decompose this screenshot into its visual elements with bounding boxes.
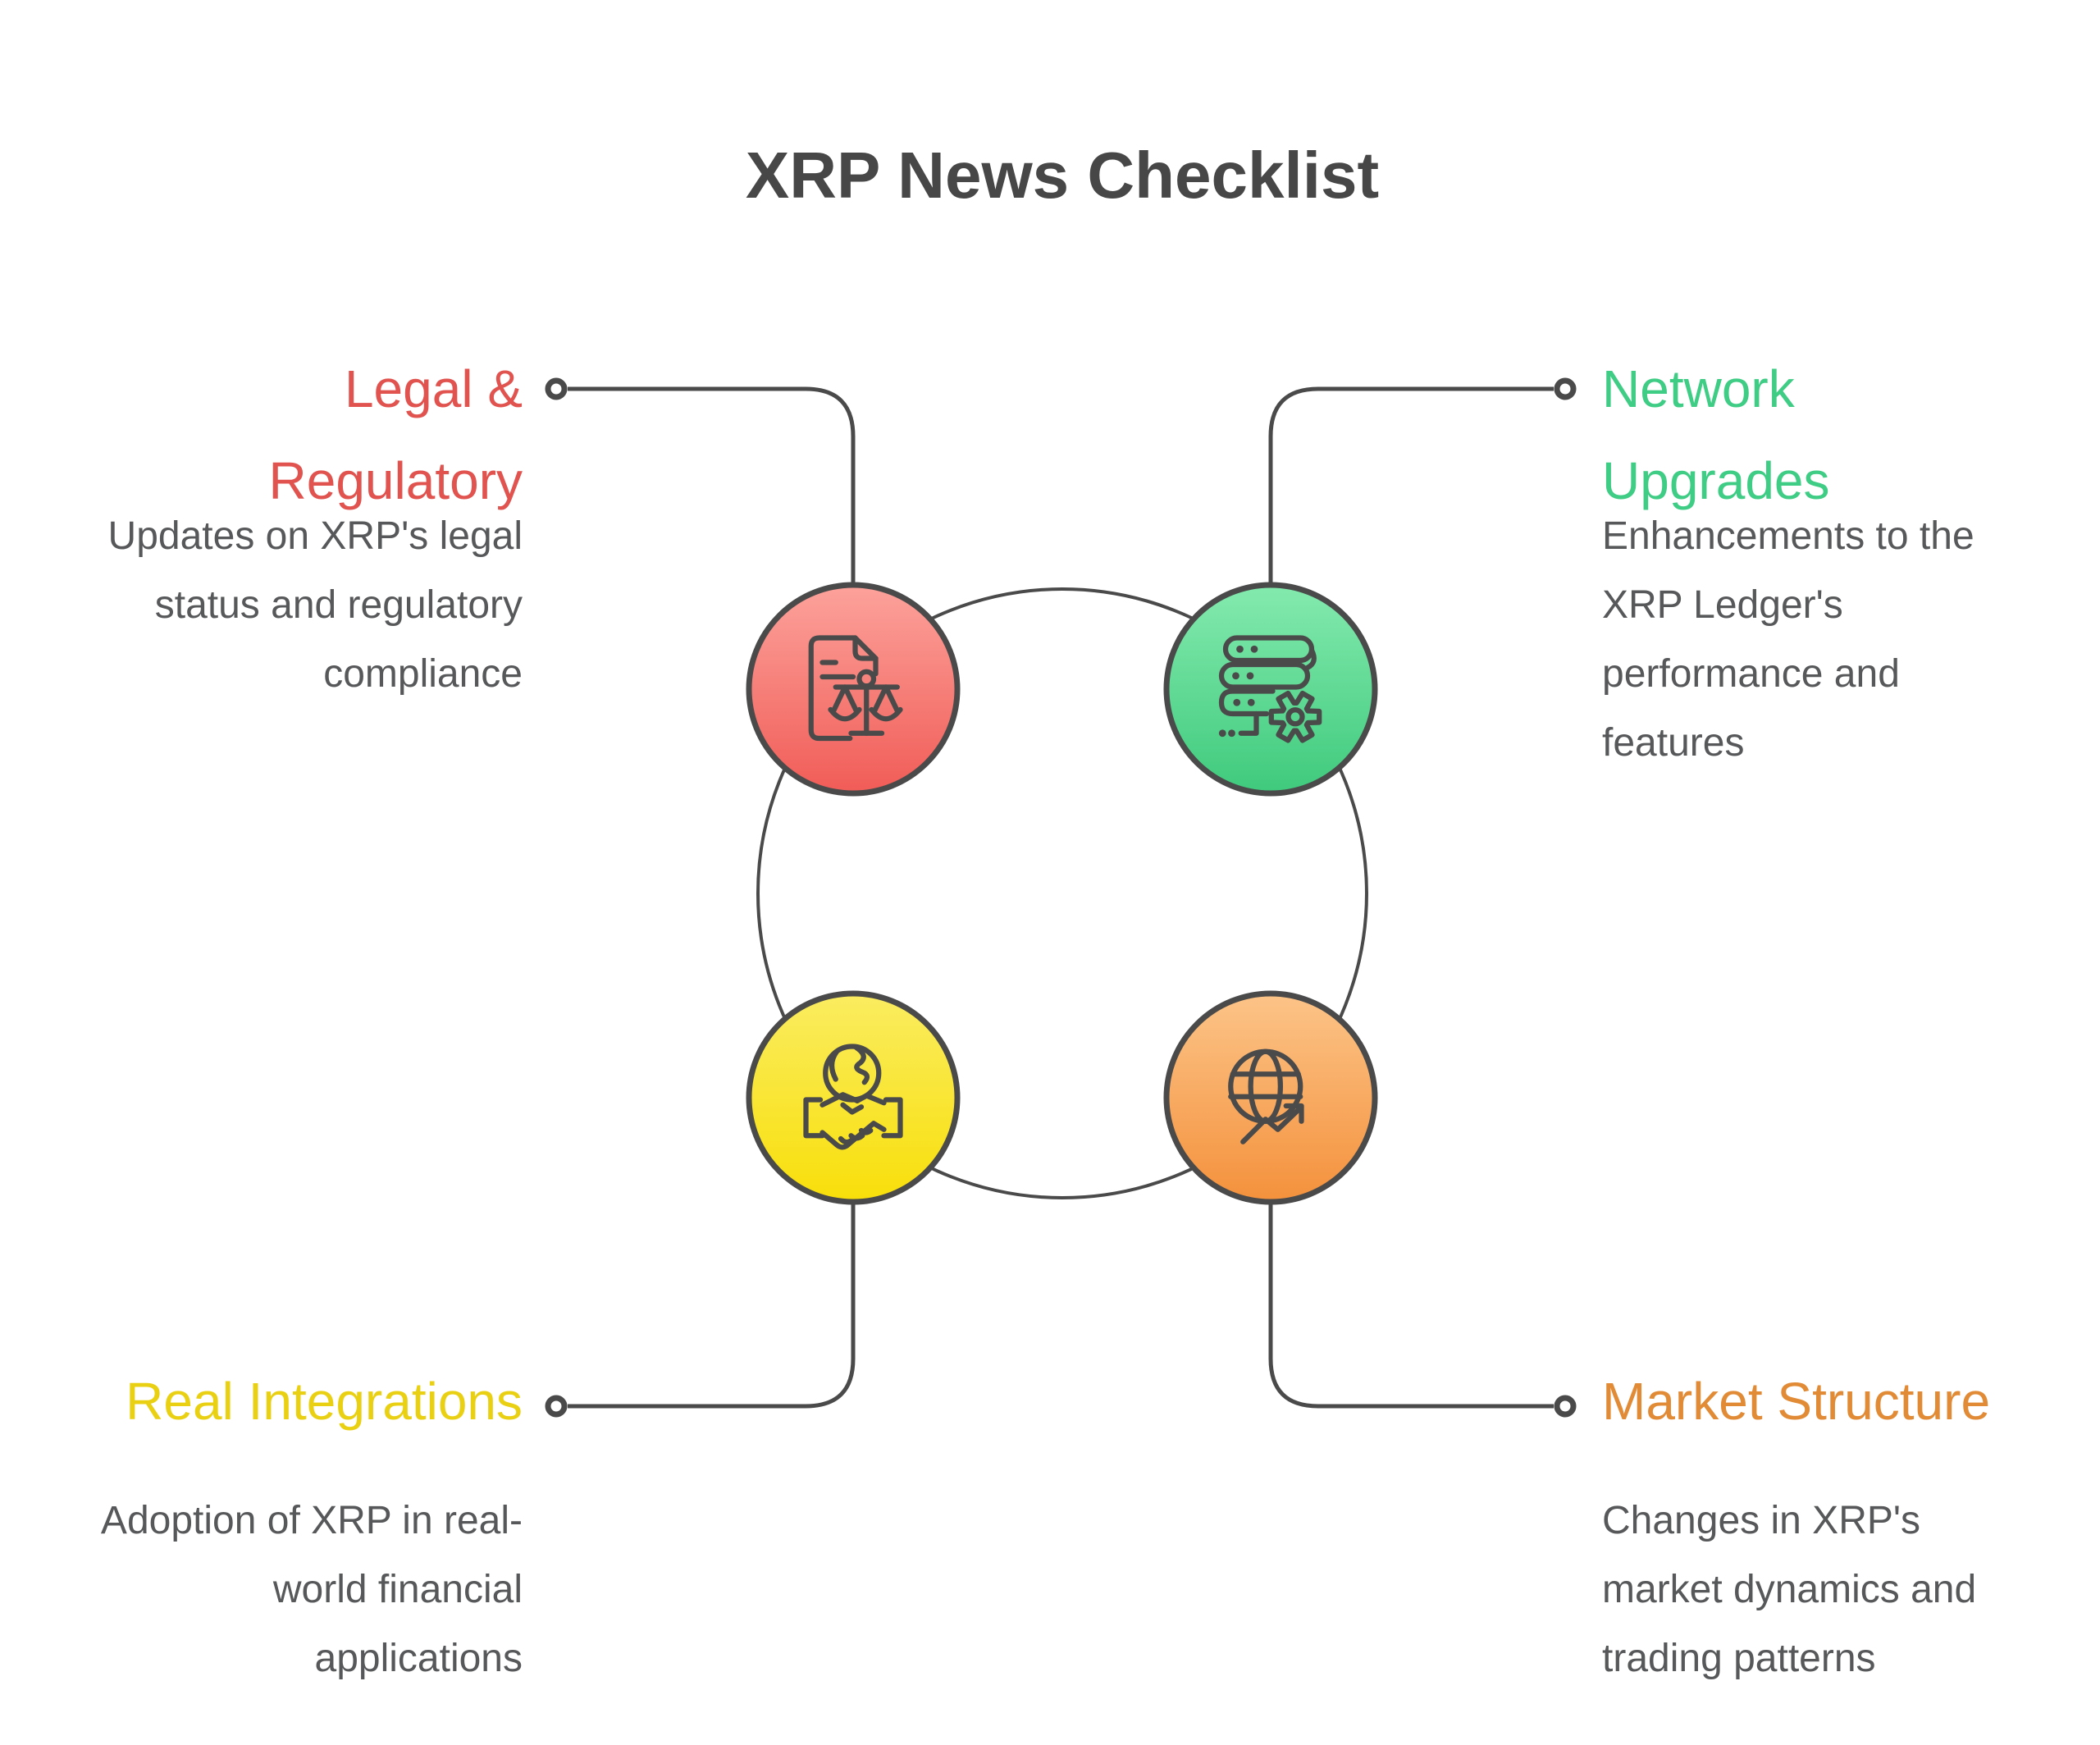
trend-arrow-line [1240,1104,1304,1144]
item-heading-market-structure: Market Structure [1602,1372,1991,1431]
handshake-right-arm [854,1093,887,1106]
connector-top-right [1268,386,1554,586]
gear-teeth [1268,690,1322,743]
item-description-network-upgrades: Enhancements to the XRP Ledger's perform… [1602,514,1974,765]
handshake-fingers [838,1127,874,1145]
document-outline [808,635,858,742]
handshake-left-arm [819,1092,861,1108]
gear-hole [1285,707,1305,727]
scales-left-pan-arms [831,684,859,714]
item-heading-legal-regulatory: Legal & Regulatory [268,359,523,510]
endpoint-dot-top-left [545,377,568,400]
connector-lines [568,386,1554,1409]
handshake-right-sleeve [881,1097,903,1139]
gear-icon [1268,690,1322,743]
scales-right-pan-arms [872,684,900,714]
page-title: XRP News Checklist [745,139,1380,212]
item-heading-real-integrations: Real Integrations [126,1372,523,1431]
item-description-legal-regulatory: Updates on XRP's legal status and regula… [107,514,523,696]
handshake-left-sleeve [803,1097,825,1139]
handshake-globe-icon [803,1044,903,1150]
scales-right-pan-bowl [869,706,903,722]
server-cable-line [1238,710,1259,736]
handshake-clasp [840,1102,865,1115]
document-scales-icon [808,635,903,742]
server-bar-3 [1218,688,1276,717]
connector-bottom-left [568,1201,856,1409]
endpoint-dot-bottom-left [545,1395,568,1418]
item-description-real-integrations: Adoption of XRP in real- world financial… [100,1499,523,1680]
server-leds [1218,645,1258,738]
globe-trend-arrow-icon [1228,1048,1304,1144]
document-fold-flap [852,635,879,661]
server-side-curve [1304,647,1317,670]
server-gear-icon [1218,635,1322,743]
server-bar-2 [1218,661,1311,690]
connector-endpoints [545,377,1577,1418]
trend-arrow-head [1283,1103,1304,1124]
endpoint-dot-top-right [1554,377,1577,400]
hub-circle [756,587,1368,1199]
endpoint-dot-bottom-right [1554,1395,1577,1418]
item-description-market-structure: Changes in XRP's market dynamics and tra… [1602,1499,1977,1680]
connector-top-left [568,386,856,586]
globe-inner-curve [829,1048,840,1082]
item-heading-network-upgrades: Network Upgrades [1602,359,1830,510]
connector-bottom-right [1268,1201,1554,1409]
globe-continent [853,1044,870,1085]
scales-left-pan-bowl [828,706,862,722]
